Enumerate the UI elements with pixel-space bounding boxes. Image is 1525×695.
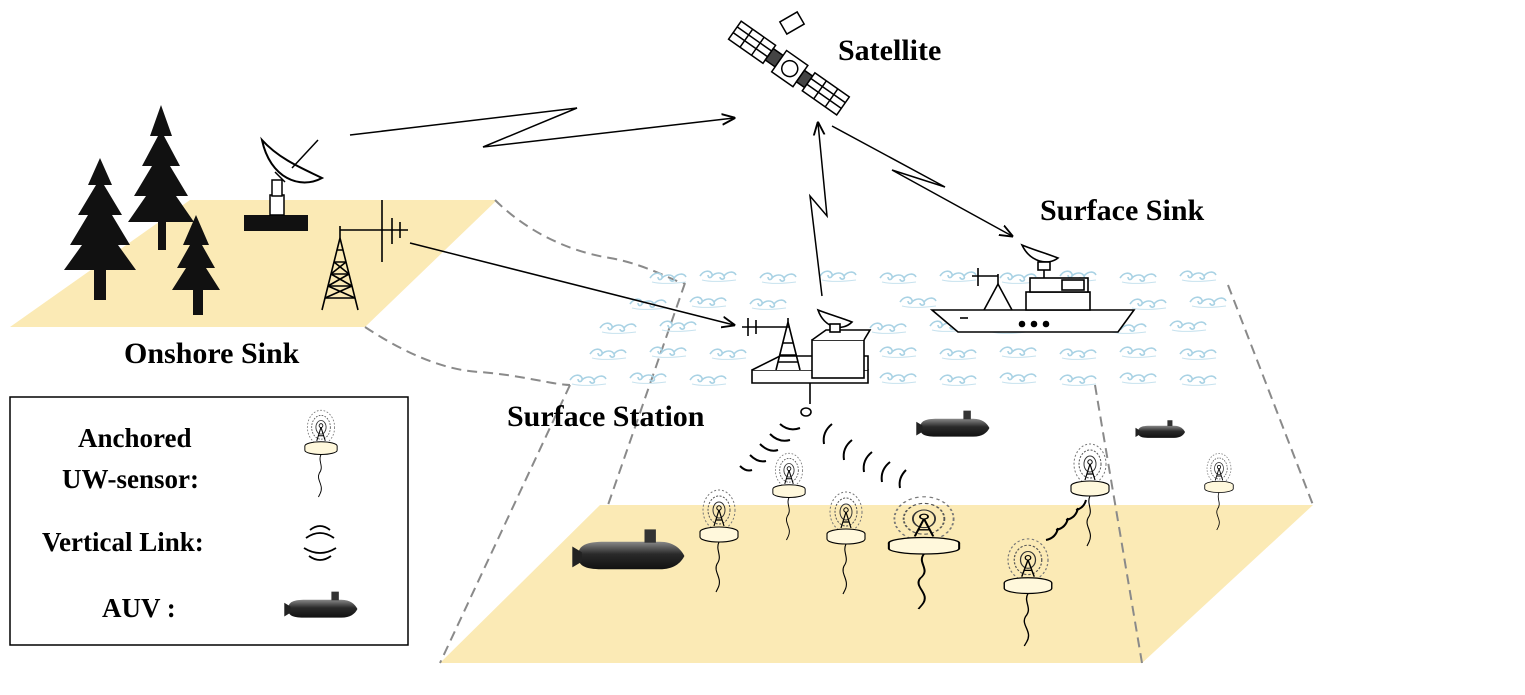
vertical-link-icon <box>1045 499 1087 541</box>
legend-vertical-link-label: Vertical Link: <box>42 527 204 557</box>
tree-icon <box>128 105 194 250</box>
legend-anchored-label-line2: UW-sensor: <box>62 464 199 494</box>
tree-icon <box>64 158 136 300</box>
surface-station-icon <box>742 308 872 417</box>
legend-auv-label: AUV : <box>102 593 176 623</box>
legend: Anchored UW-sensor: Vertical Link: AUV : <box>9 396 409 646</box>
water-column-outline <box>364 199 1314 664</box>
onshore-sink-label: Onshore Sink <box>124 337 300 370</box>
vertical-link-icon <box>739 423 801 472</box>
antenna-tower-icon <box>321 200 408 311</box>
surface-station-label: Surface Station <box>507 400 705 433</box>
satellite-label: Satellite <box>838 34 941 67</box>
communication-links <box>349 107 1012 325</box>
satellite-icon <box>727 10 851 116</box>
auv-icon <box>1135 420 1186 438</box>
onshore-land <box>10 200 497 327</box>
ship-icon <box>929 243 1136 333</box>
legend-vertical-link-icon <box>303 525 337 561</box>
vertical-link-icon <box>822 423 907 489</box>
legend-anchored-label-line1: Anchored <box>78 423 192 453</box>
auv-icon <box>916 410 990 437</box>
satellite-dish-icon <box>244 136 325 231</box>
surface-sink-label: Surface Sink <box>1040 194 1205 227</box>
seabed <box>440 505 1313 663</box>
tree-icon <box>172 215 220 315</box>
